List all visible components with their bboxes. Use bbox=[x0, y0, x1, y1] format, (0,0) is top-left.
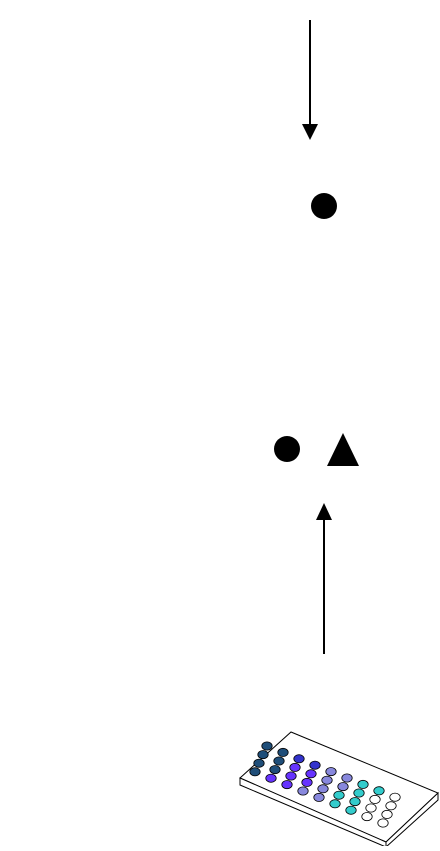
plate-well bbox=[354, 789, 364, 797]
plate-well bbox=[382, 810, 392, 818]
plate-well bbox=[306, 770, 316, 778]
plate-well bbox=[378, 819, 388, 827]
plate-well bbox=[290, 763, 300, 771]
plate-well bbox=[314, 793, 324, 801]
plate-well bbox=[334, 791, 344, 799]
plate-well bbox=[322, 776, 332, 784]
plate-well bbox=[270, 766, 280, 774]
plate-well bbox=[346, 806, 356, 814]
plate-well bbox=[362, 813, 372, 821]
plate-well bbox=[370, 795, 380, 803]
plate-well bbox=[294, 755, 304, 763]
plate-well bbox=[330, 800, 340, 808]
up-arrow bbox=[316, 503, 332, 654]
plate-well bbox=[282, 781, 292, 789]
plate-well bbox=[254, 759, 264, 767]
plate-well bbox=[310, 761, 320, 769]
plate-well bbox=[302, 778, 312, 786]
plate-well bbox=[266, 774, 276, 782]
plate-well bbox=[338, 783, 348, 791]
down-arrow bbox=[302, 20, 318, 140]
plate-well bbox=[274, 757, 284, 765]
plate-well bbox=[342, 774, 352, 782]
plate-well bbox=[358, 780, 368, 788]
plate-well bbox=[258, 751, 268, 759]
plate-well bbox=[366, 804, 376, 812]
plate-well bbox=[318, 785, 328, 793]
middle-triangle bbox=[327, 433, 359, 466]
plate-well bbox=[386, 802, 396, 810]
middle-circle bbox=[274, 436, 300, 462]
plate-well bbox=[298, 787, 308, 795]
plate-well bbox=[374, 787, 384, 795]
microplate bbox=[240, 732, 438, 846]
top-circle bbox=[311, 193, 337, 219]
plate-well bbox=[326, 768, 336, 776]
plate-well bbox=[250, 768, 260, 776]
plate-well bbox=[390, 793, 400, 801]
plate-well bbox=[262, 742, 272, 750]
plate-well bbox=[350, 798, 360, 806]
plate-well bbox=[286, 772, 296, 780]
plate-well bbox=[278, 748, 288, 756]
